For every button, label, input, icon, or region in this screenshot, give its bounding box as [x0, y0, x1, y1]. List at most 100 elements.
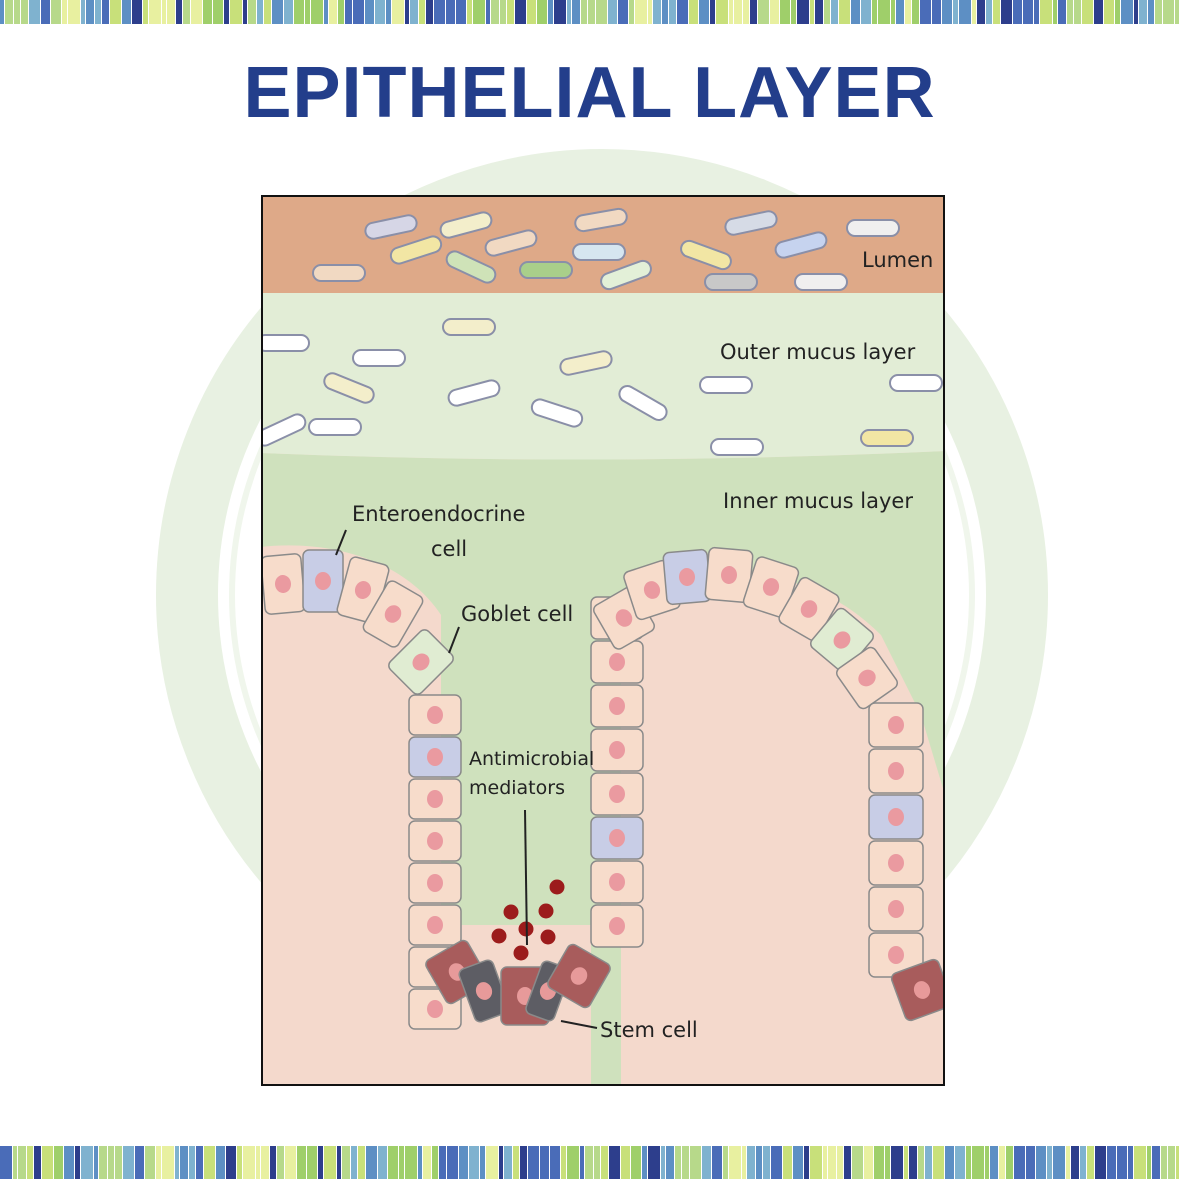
stripe-segment: [81, 0, 85, 24]
stripe-segment: [419, 0, 425, 24]
stripe-segment: [272, 0, 283, 24]
goblet-cell: [388, 629, 454, 695]
stripe-segment: [642, 1146, 647, 1179]
stripe-segment: [791, 0, 796, 24]
cell-nucleus: [427, 916, 443, 934]
stripe-segment: [878, 0, 890, 24]
bacterium: [530, 398, 584, 428]
stripe-segment: [661, 1146, 665, 1179]
stripe-segment: [839, 0, 850, 24]
cell-nucleus: [888, 900, 904, 918]
stripe-segment: [1074, 0, 1081, 24]
stripe-segment: [609, 1146, 620, 1179]
stripe-segment: [183, 0, 190, 24]
stripe-segment: [1175, 0, 1179, 24]
stripe-segment: [515, 0, 526, 24]
stripe-segment: [1066, 1146, 1070, 1179]
enteroendocrine-cell: [662, 548, 712, 606]
stripe-segment: [175, 1146, 179, 1179]
stripe-segment: [953, 0, 958, 24]
stripe-segment: [230, 0, 242, 24]
stripe-segment: [1121, 0, 1133, 24]
stripe-segment: [366, 1146, 377, 1179]
stripe-segment: [226, 1146, 236, 1179]
stripe-segment: [734, 0, 742, 24]
stripe-segment: [5, 0, 13, 24]
stripe-segment: [828, 1146, 836, 1179]
stripe-segment: [918, 1146, 924, 1179]
stripe-segment: [486, 1146, 498, 1179]
stripe-segment: [459, 1146, 468, 1179]
stripe-segment: [473, 0, 485, 24]
enteroendocrine-cell: [868, 794, 924, 840]
stripe-segment: [621, 1146, 630, 1179]
stripe-segment: [108, 1146, 114, 1179]
stripe-segment: [567, 1146, 579, 1179]
stripe-segment: [1148, 0, 1154, 24]
stripe-segment: [909, 1146, 917, 1179]
stripe-segment: [972, 0, 976, 24]
stripe-segment: [337, 1146, 341, 1179]
stripe-segment: [905, 0, 911, 24]
stripe-segment: [540, 1146, 549, 1179]
epithelial-cell: [408, 820, 462, 862]
stripe-segment: [1134, 0, 1138, 24]
stripe-segment: [1071, 1146, 1079, 1179]
stripe-segment: [932, 0, 941, 24]
bacterium: [439, 211, 493, 239]
stripe-segment: [852, 1146, 863, 1179]
stripe-segment: [423, 1146, 431, 1179]
bacterium: [389, 235, 443, 265]
stripe-segment: [122, 0, 131, 24]
stripe-segment: [756, 1146, 762, 1179]
stripe-segment: [710, 0, 715, 24]
bacterium: [352, 349, 406, 367]
stripe-segment: [446, 0, 455, 24]
stripe-segment: [257, 0, 263, 24]
inner-mucus-label: Inner mucus layer: [723, 489, 913, 513]
antimicrobial-mediator-dots: [491, 879, 565, 961]
stripe-segment: [1001, 0, 1012, 24]
cell-nucleus: [475, 982, 493, 1000]
enteroendocrine-cell: [408, 736, 462, 778]
stripe-segment: [358, 1146, 365, 1179]
tissue-left-villus: [261, 545, 441, 1085]
bacterium: [559, 350, 613, 376]
stripe-segment: [1006, 1146, 1013, 1179]
stripe-segment: [1087, 1146, 1094, 1179]
stripe-segment: [213, 0, 223, 24]
stripe-segment: [499, 1146, 503, 1179]
stripe-segment: [758, 0, 769, 24]
stripe-segment: [1014, 1146, 1025, 1179]
stripe-segment: [95, 0, 101, 24]
stripe-segment: [743, 0, 749, 24]
stripe-segment: [196, 1146, 203, 1179]
bacterium: [710, 438, 764, 456]
stripe-segment: [143, 0, 148, 24]
stripe-segment: [294, 0, 304, 24]
stripe-segment: [264, 0, 271, 24]
stripe-segment: [469, 1146, 479, 1179]
stripe-segment: [550, 1146, 560, 1179]
bacterium: [724, 210, 778, 236]
bacterium: [484, 229, 538, 257]
page-title: EPITHELIAL LAYER: [243, 53, 936, 133]
stripe-segment: [831, 0, 838, 24]
stripe-segment: [677, 0, 688, 24]
bacterium: [574, 207, 628, 233]
stripe-segment: [277, 1146, 284, 1179]
stripe-segment: [34, 1146, 41, 1179]
cell-nucleus: [913, 981, 931, 999]
stripe-segment: [305, 0, 310, 24]
stripe-segment: [596, 0, 607, 24]
stripe-segment: [815, 0, 823, 24]
stripe-segment: [527, 0, 536, 24]
stripe-segment: [520, 1146, 527, 1179]
stripe-segment: [324, 0, 328, 24]
stripe-segment: [537, 0, 547, 24]
stripe-segment: [191, 0, 202, 24]
cell-nucleus: [570, 967, 588, 985]
cell-nucleus: [888, 946, 904, 964]
mediator-dot: [491, 928, 507, 944]
stripe-segment: [837, 1146, 843, 1179]
